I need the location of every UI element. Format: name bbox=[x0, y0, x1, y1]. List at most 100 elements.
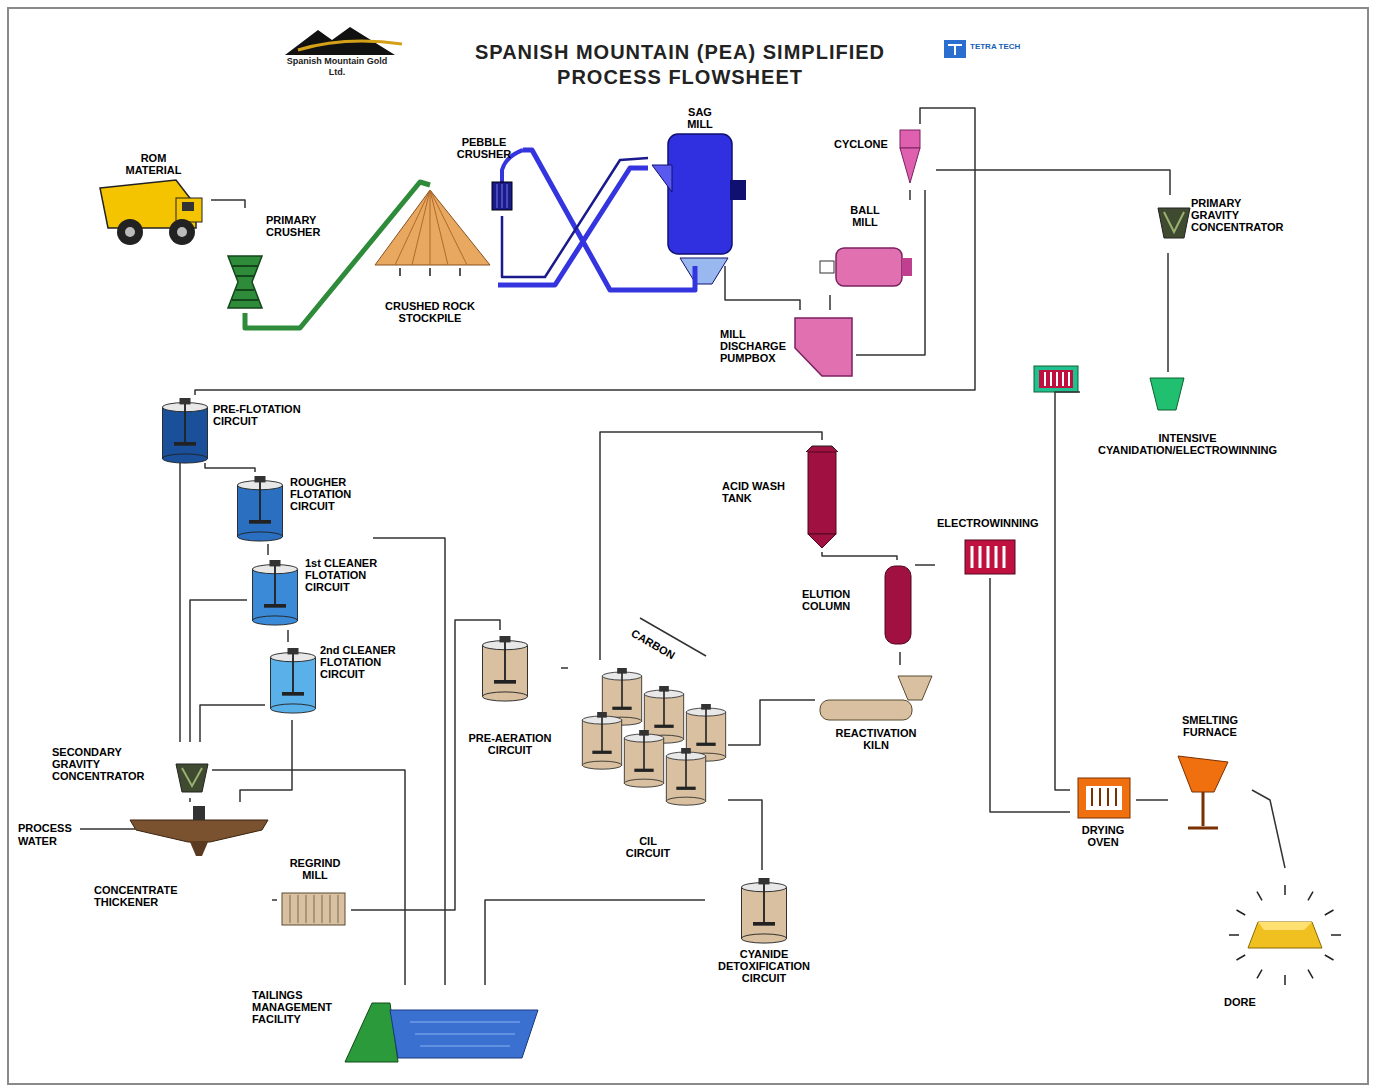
equipment-label: 2nd CLEANER FLOTATION CIRCUIT bbox=[320, 644, 408, 680]
equipment-node: CYCLONE bbox=[832, 124, 936, 190]
equipment-node: PRE-FLOTATION CIRCUIT bbox=[155, 395, 316, 463]
label-block: MILL DISCHARGE PUMPBOX bbox=[720, 328, 792, 364]
leach-tanks bbox=[483, 618, 787, 943]
label-block: PEBBLE CRUSHER bbox=[448, 136, 520, 160]
label-block: CONCENTRATE THICKENER bbox=[94, 884, 204, 908]
page-frame bbox=[8, 8, 1368, 1084]
label-block: INTENSIVE CYANIDATION/ELECTROWINNING bbox=[1082, 432, 1293, 456]
gyratory-crusher bbox=[228, 256, 262, 308]
dore-bar bbox=[1284, 885, 1286, 895]
haul-truck bbox=[176, 198, 202, 222]
equipment-node: ELECTROWINNING bbox=[935, 515, 1053, 578]
label-block: DRYING OVEN bbox=[1076, 824, 1130, 848]
dore-bar bbox=[1258, 922, 1312, 930]
label-block: ACID WASH TANK bbox=[722, 480, 800, 504]
smelting-furnace bbox=[1188, 792, 1218, 828]
electrowinning-cell bbox=[1039, 370, 1073, 388]
equipment-label: ACID WASH TANK bbox=[722, 480, 800, 504]
equipment-label: REACTIVATION KILN bbox=[833, 727, 919, 751]
process-pipe bbox=[990, 578, 1070, 812]
free-label: Spanish Mountain Gold Ltd. bbox=[282, 56, 392, 78]
equipment-label: ROM MATERIAL bbox=[121, 152, 186, 176]
dore-bar bbox=[1331, 934, 1341, 936]
label-block: PRIMARY CRUSHER bbox=[266, 214, 330, 238]
equipment-label: REGRIND MILL bbox=[284, 857, 346, 881]
label-block: SECONDARY GRAVITY CONCENTRATOR bbox=[52, 746, 162, 782]
equipment-label: ROUGHER FLOTATION CIRCUIT bbox=[290, 476, 370, 512]
equipment-node: PRIMARY CRUSHER bbox=[220, 208, 333, 313]
label-block: ROM MATERIAL bbox=[121, 152, 186, 176]
leach-tanks bbox=[624, 730, 663, 787]
equipment-node: INTENSIVE CYANIDATION/ELECTROWINNING bbox=[1080, 372, 1296, 472]
free-label: PROCESS WATER bbox=[18, 822, 80, 848]
label-block: PRE-AERATION CIRCUIT bbox=[462, 732, 558, 756]
equipment-node: PRE-AERATION CIRCUIT bbox=[460, 630, 561, 770]
gravity-concentrator bbox=[1164, 212, 1184, 232]
process-pipe bbox=[725, 266, 800, 310]
equipment-node: SAG MILL bbox=[648, 104, 752, 266]
sag-mill bbox=[680, 258, 728, 284]
equipment-node: PRIMARY GRAVITY CONCENTRATOR bbox=[1155, 195, 1315, 253]
equipment-node: ELUTION COLUMN bbox=[800, 560, 915, 652]
gravity-concentrator bbox=[1158, 208, 1190, 238]
drying-oven bbox=[1092, 788, 1116, 806]
drying-oven bbox=[1086, 786, 1122, 810]
intensive-leach-reactor bbox=[1150, 378, 1184, 410]
label-block: REACTIVATION KILN bbox=[833, 727, 919, 751]
equipment-node: CRUSHED ROCK STOCKPILE bbox=[365, 185, 498, 335]
flotation-cells bbox=[163, 398, 316, 713]
tailings-pond bbox=[345, 1003, 538, 1062]
equipment-node: BALL MILL bbox=[815, 200, 915, 295]
regrind-mill bbox=[290, 895, 338, 923]
electrowinning-cell bbox=[1034, 366, 1078, 392]
flotation-cells bbox=[253, 560, 298, 625]
process-pipe bbox=[1167, 253, 1169, 372]
dore-bar bbox=[1248, 922, 1322, 948]
pumpbox bbox=[795, 318, 852, 376]
process-pipe bbox=[179, 463, 181, 742]
equipment-node: CONCENTRATE THICKENER bbox=[92, 802, 272, 920]
equipment-label: PRIMARY GRAVITY CONCENTRATOR bbox=[1191, 197, 1291, 233]
process-pipe bbox=[272, 899, 277, 901]
process-pipe bbox=[899, 652, 901, 665]
equipment-label: SAG MILL bbox=[678, 106, 722, 130]
gravity-concentrator bbox=[176, 764, 208, 792]
pebble-crusher bbox=[497, 184, 507, 208]
diagram-title: SPANISH MOUNTAIN (PEA) SIMPLIFIED PROCES… bbox=[460, 40, 900, 90]
drying-oven bbox=[1078, 778, 1130, 818]
equipment-label: PEBBLE CRUSHER bbox=[448, 136, 520, 160]
intensive-leach-reactor bbox=[1150, 378, 1184, 410]
thickener bbox=[130, 820, 268, 842]
flotation-cells bbox=[238, 476, 283, 541]
flotation-cells bbox=[271, 648, 316, 713]
company-logo bbox=[285, 27, 402, 55]
regrind-mill bbox=[282, 893, 345, 925]
electrowinning-cell bbox=[965, 540, 1015, 574]
process-pipe bbox=[728, 800, 762, 870]
equipment-label: ELECTROWINNING bbox=[937, 517, 1038, 529]
equipment-label: SMELTING FURNACE bbox=[1172, 714, 1248, 738]
process-pipe bbox=[561, 667, 568, 669]
equipment-label: DRYING OVEN bbox=[1076, 824, 1130, 848]
equipment-label: CYCLONE bbox=[834, 138, 888, 150]
gravity-concentrator bbox=[176, 764, 208, 792]
process-pipe bbox=[211, 200, 245, 208]
equipment-node: MILL DISCHARGE PUMPBOX bbox=[718, 310, 856, 388]
leach-tanks bbox=[582, 712, 621, 769]
equipment-label: CIL CIRCUIT bbox=[620, 835, 676, 859]
regrind-mill bbox=[282, 893, 345, 925]
process-pipe bbox=[205, 463, 255, 472]
equipment-node: 1st CLEANER FLOTATION CIRCUIT bbox=[247, 555, 393, 630]
process-pipe bbox=[373, 538, 445, 985]
equipment-node: CIL CIRCUIT bbox=[568, 660, 728, 865]
label-block: 2nd CLEANER FLOTATION CIRCUIT bbox=[320, 644, 408, 680]
equipment-label: TAILINGS MANAGEMENT FACILITY bbox=[252, 989, 344, 1025]
regeneration-kiln bbox=[898, 676, 932, 700]
label-block: CYCLONE bbox=[834, 138, 888, 150]
regeneration-kiln bbox=[820, 700, 912, 720]
flotation-cells bbox=[163, 398, 208, 463]
consultant-logo bbox=[944, 40, 966, 58]
